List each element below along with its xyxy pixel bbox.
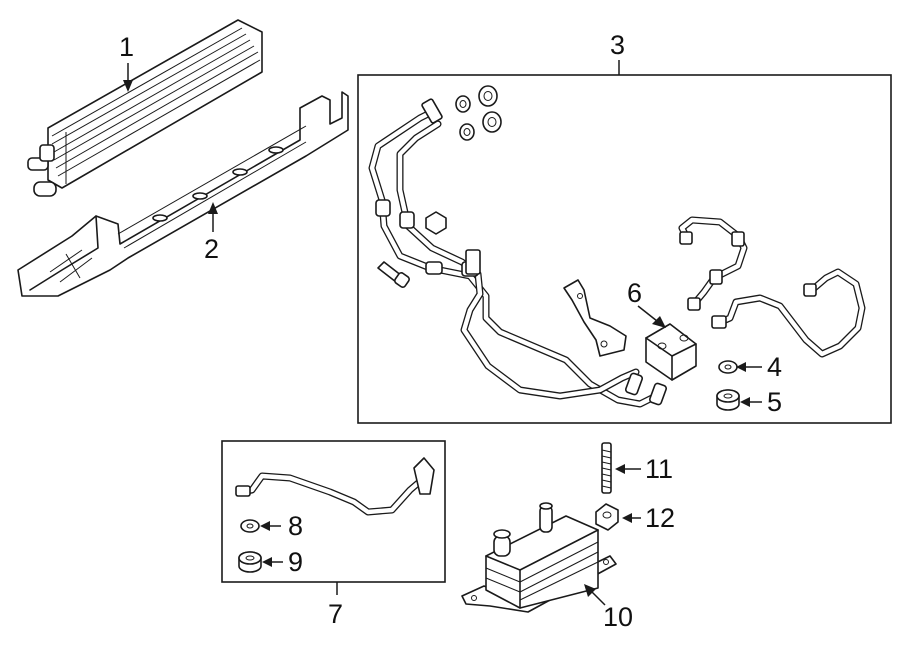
callout-8: 8: [288, 511, 303, 541]
callout-3: 3: [610, 30, 625, 60]
cooler-bracket: [17, 91, 349, 297]
group-3-frame: [357, 74, 892, 424]
nut-12: [595, 503, 619, 531]
group-7-frame: [221, 440, 446, 583]
callout-11: 11: [645, 454, 673, 484]
callout-12: 12: [645, 503, 675, 533]
oil-cooler-block: [461, 502, 617, 613]
hose-upper: [678, 216, 748, 311]
oil-cooler-radiator: [27, 19, 263, 197]
seal-9: [238, 551, 262, 573]
washer-set: [425, 85, 502, 235]
callout-2: 2: [204, 234, 219, 264]
callout-9: 9: [288, 547, 303, 577]
callout-5: 5: [767, 387, 782, 417]
line-bracket: [563, 279, 627, 357]
callout-leaders: [123, 60, 762, 606]
washer-8: [240, 519, 260, 533]
callout-10: 10: [603, 602, 633, 632]
seal-5: [716, 389, 740, 411]
callout-6: 6: [627, 278, 642, 308]
bolt: [377, 261, 410, 288]
stud-11: [601, 442, 612, 494]
callout-7: 7: [328, 599, 343, 629]
callout-1: 1: [119, 32, 134, 62]
washer-4: [718, 360, 738, 374]
cooler-lines: [368, 98, 668, 408]
line-clamp: [645, 323, 697, 381]
callout-4: 4: [767, 352, 782, 382]
hose-lower: [711, 268, 866, 358]
tube-7: [235, 457, 435, 516]
